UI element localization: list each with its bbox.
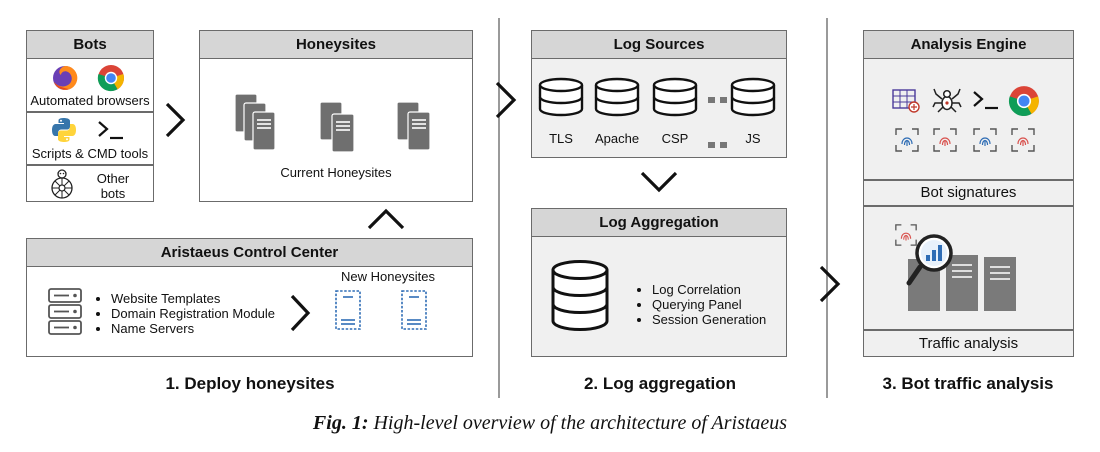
bot-signatures-label: Bot signatures: [920, 184, 1017, 201]
analysis-divider-2: [864, 205, 1073, 207]
database-icon-apache: [594, 77, 640, 122]
new-honeysite-page-icon-2: [401, 290, 427, 335]
other-bots-line2: bots: [100, 186, 126, 201]
scripts-label: Scripts & CMD tools: [31, 146, 149, 161]
aggregation-item: Session Generation: [652, 312, 766, 327]
log-aggregation-box: Log Aggregation Log Correlation Querying…: [531, 208, 787, 357]
control-center-list: Website Templates Domain Registration Mo…: [93, 291, 275, 336]
database-icon-tls: [538, 77, 584, 122]
figure-caption: Fig. 1: High-level overview of the archi…: [0, 412, 1100, 435]
server-stack-icon-3: [396, 101, 436, 162]
database-icon-js: [730, 77, 776, 122]
current-honeysites-label: Current Honeysites: [280, 165, 392, 180]
chevron-down-icon: [639, 170, 679, 199]
log-source-label: JS: [745, 131, 761, 146]
log-sources-title: Log Sources: [532, 31, 786, 59]
server-stack-icon-2: [319, 101, 359, 162]
figure-caption-label: Fig. 1:: [312, 412, 369, 434]
firefox-icon: [51, 64, 79, 97]
chevron-right-icon: [818, 264, 842, 309]
log-source-label: CSP: [661, 131, 689, 146]
fingerprint-icon: [1010, 127, 1036, 158]
bots-divider-1: [27, 111, 153, 113]
database-icon-csp: [652, 77, 698, 122]
database-icon-large: [550, 259, 610, 338]
bot-grid-icon: [892, 87, 922, 120]
figure-caption-text: High-level overview of the architecture …: [373, 412, 788, 434]
log-source-label: Apache: [594, 131, 640, 146]
fingerprint-icon: [894, 223, 918, 252]
python-icon: [51, 117, 77, 148]
fingerprint-icon: [894, 127, 920, 158]
control-item: Website Templates: [111, 291, 275, 306]
chevron-up-icon: [366, 207, 406, 236]
server-rack-icon: [47, 287, 83, 342]
control-item: Domain Registration Module: [111, 306, 275, 321]
traffic-analysis-label: Traffic analysis: [918, 335, 1019, 352]
section-title-bot-traffic: 3. Bot traffic analysis: [882, 374, 1054, 393]
bots-title: Bots: [27, 31, 153, 59]
section-title-log-aggregation: 2. Log aggregation: [583, 374, 737, 393]
section-title-deploy: 1. Deploy honeysites: [165, 374, 335, 393]
new-honeysites-label: New Honeysites: [341, 269, 435, 284]
separator-right: [826, 18, 828, 398]
chrome-icon: [97, 64, 125, 97]
analysis-engine-box: Analysis Engine: [863, 30, 1074, 357]
log-source-label: TLS: [549, 131, 573, 146]
robot-icon: [47, 168, 77, 205]
analysis-divider-1: [864, 179, 1073, 181]
spider-icon: [932, 85, 962, 120]
control-item: Name Servers: [111, 321, 275, 336]
log-sources-box: Log Sources: [531, 30, 787, 158]
automated-browsers-label: Automated browsers: [30, 93, 150, 108]
bots-box: Bots Automated browsers S: [26, 30, 154, 202]
terminal-icon: [972, 89, 1000, 116]
fingerprint-icon: [932, 127, 958, 158]
log-aggregation-title: Log Aggregation: [532, 209, 786, 237]
chevron-right-icon: [494, 80, 518, 125]
control-center-box: Aristaeus Control Center Website Templat…: [26, 238, 473, 357]
separator-left: [498, 18, 500, 398]
magnifier-icon: [906, 231, 954, 292]
bots-divider-2: [27, 164, 153, 166]
chrome-icon: [1008, 85, 1040, 122]
ellipsis-icon: [708, 136, 728, 154]
aggregation-item: Querying Panel: [652, 297, 766, 312]
other-bots-line1: Other: [96, 171, 130, 186]
terminal-icon: [97, 119, 125, 146]
aggregation-item: Log Correlation: [652, 282, 766, 297]
ellipsis-icon: [708, 91, 728, 109]
server-stack-icon-1: [234, 93, 280, 162]
analysis-engine-title: Analysis Engine: [864, 31, 1073, 59]
new-honeysite-page-icon-1: [335, 290, 361, 335]
aggregation-list: Log Correlation Querying Panel Session G…: [634, 282, 766, 327]
chevron-right-icon: [164, 101, 186, 144]
control-center-title: Aristaeus Control Center: [27, 239, 472, 267]
honeysites-title: Honeysites: [200, 31, 472, 59]
honeysites-box: Honeysites Current Honey: [199, 30, 473, 202]
analysis-divider-3: [864, 329, 1073, 331]
chevron-right-icon: [289, 293, 311, 338]
fingerprint-icon: [972, 127, 998, 158]
